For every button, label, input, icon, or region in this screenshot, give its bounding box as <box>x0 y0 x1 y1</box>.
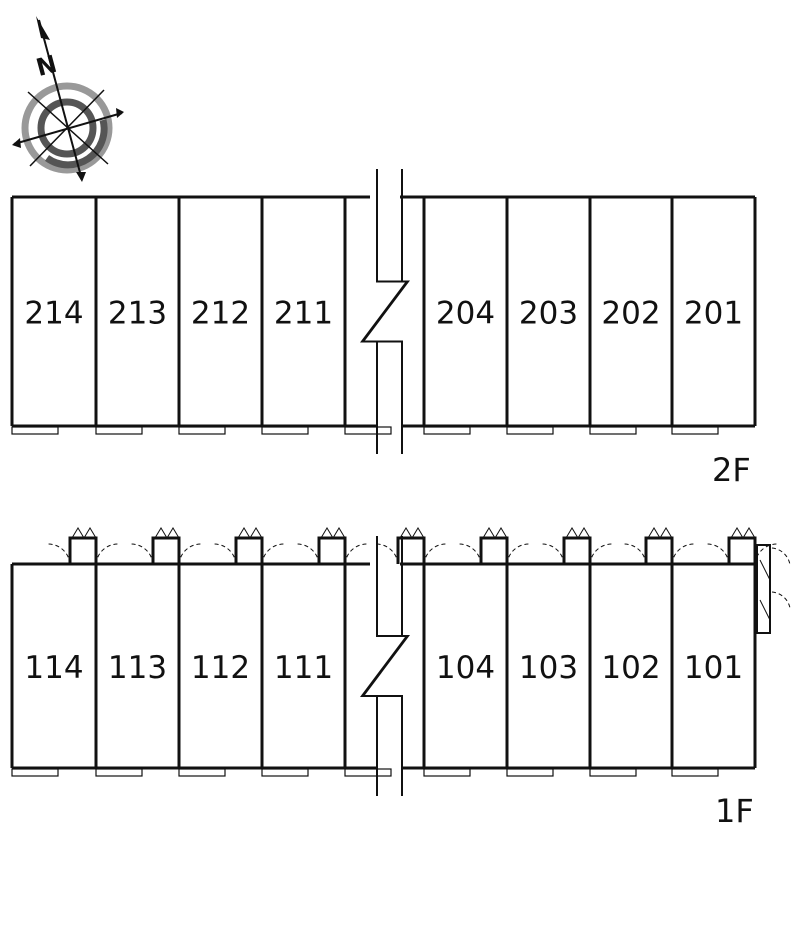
room-214: 214 <box>24 296 83 332</box>
room-202: 202 <box>601 296 660 332</box>
room-101: 101 <box>684 650 743 686</box>
compass-icon: N <box>12 16 124 182</box>
room-213: 213 <box>108 296 167 332</box>
room-212: 212 <box>191 296 250 332</box>
room-103: 103 <box>519 650 578 686</box>
room-104: 104 <box>436 650 495 686</box>
room-112: 112 <box>191 650 250 686</box>
floor-1f-plan: 114 113 112 111 104 103 102 101 <box>10 527 791 796</box>
floor-2f-plan: 214 213 212 211 204 203 202 201 <box>10 169 757 454</box>
floor-label-2f: 2F <box>712 451 751 489</box>
floor-label-1f: 1F <box>715 792 754 830</box>
north-label: N <box>33 50 60 82</box>
room-204: 204 <box>436 296 495 332</box>
room-114: 114 <box>24 650 83 686</box>
room-201: 201 <box>684 296 743 332</box>
room-111: 111 <box>274 650 333 686</box>
room-203: 203 <box>519 296 578 332</box>
room-102: 102 <box>601 650 660 686</box>
room-211: 211 <box>274 296 333 332</box>
room-113: 113 <box>108 650 167 686</box>
